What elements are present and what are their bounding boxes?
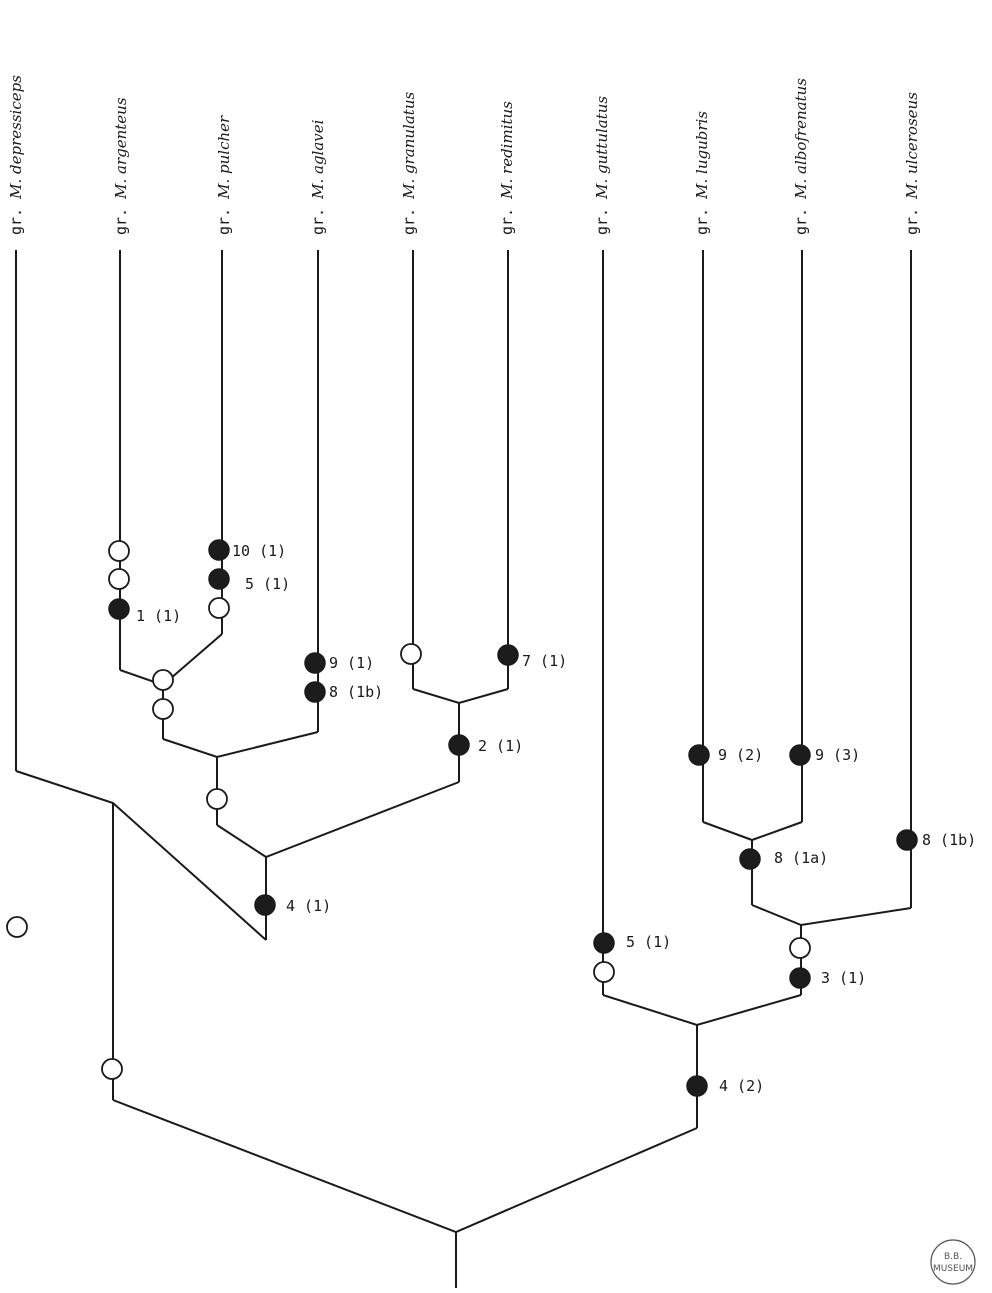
stamp-line-2: MUSEUM [933,1264,973,1274]
taxon-label-pulcher: gr. M. pulcher [215,115,233,235]
taxon-label-aglavei: gr. M. aglavei [309,119,327,235]
open-state-circle [101,1058,123,1080]
character-label: 9 (1) [329,654,374,672]
museum-stamp: B.B. MUSEUM [930,1239,976,1285]
taxon-label-ulceroseus: gr. M. ulceroseus [903,92,921,235]
derived-state-circle [208,539,230,561]
character-label: 7 (1) [522,652,567,670]
branch-node-c [602,994,802,1027]
open-state-circle [108,540,130,562]
derived-state-circle [254,894,276,916]
branch-node-d [15,770,267,941]
open-state-circle [208,597,230,619]
derived-state-circle [789,744,811,766]
taxon-label-argenteus: gr. M. argenteus [112,97,130,235]
derived-state-circle [789,967,811,989]
branch-node-apa [162,731,319,759]
taxon-label-guttulatus: gr. M. guttulatus [593,96,611,235]
open-state-circle [108,568,130,590]
derived-state-circle [688,744,710,766]
derived-state-circle [497,644,519,666]
character-label: 8 (1b) [329,683,383,701]
character-label: 9 (2) [718,746,763,764]
taxon-label-granulatus: gr. M. granulatus [400,92,418,235]
stamp-line-1: B.B. [944,1252,962,1262]
derived-state-circle [208,568,230,590]
character-label: 1 (1) [136,607,181,625]
derived-state-circle [739,848,761,870]
character-label: 5 (1) [626,933,671,951]
open-state-circle [789,937,811,959]
branch-node-b [751,904,912,927]
character-label: 5 (1) [245,575,290,593]
open-state-circle [593,961,615,983]
character-label: 4 (1) [286,897,331,915]
open-state-circle [152,698,174,720]
branch-root [112,1099,698,1234]
character-label: 8 (1b) [922,831,976,849]
derived-state-circle [896,829,918,851]
branch-node-a [216,781,460,859]
character-label: 9 (3) [815,746,860,764]
derived-state-circle [686,1075,708,1097]
taxon-label-depressiceps: gr. M. depressiceps [7,75,25,235]
character-label: 2 (1) [478,737,523,755]
derived-state-circle [108,598,130,620]
character-label: 3 (1) [821,969,866,987]
open-state-circle [6,916,28,938]
derived-state-circle [304,681,326,703]
open-state-circle [400,643,422,665]
branch-lugubris-albofrenatus [702,821,803,842]
taxon-label-redimitus: gr. M. redimitus [498,101,516,235]
taxon-label-lugubris: gr. M. lugubris [693,111,711,235]
open-state-circle [206,788,228,810]
derived-state-circle [304,652,326,674]
derived-state-circle [593,932,615,954]
character-label: 10 (1) [232,542,286,560]
character-label: 8 (1a) [774,849,828,867]
branch-granulatus-redimitus [412,688,509,705]
derived-state-circle [448,734,470,756]
character-label: 4 (2) [719,1077,764,1095]
taxon-label-albofrenatus: gr. M. albofrenatus [792,78,810,235]
open-state-circle [152,669,174,691]
